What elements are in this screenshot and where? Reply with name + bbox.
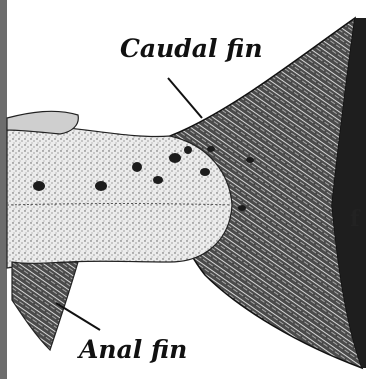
spot bbox=[207, 146, 215, 152]
spot bbox=[169, 153, 181, 163]
anal-fin-shape bbox=[12, 262, 78, 350]
adipose-fin bbox=[7, 111, 78, 134]
anal-fin-leader-line bbox=[56, 303, 100, 330]
spot bbox=[153, 176, 163, 184]
spot bbox=[246, 157, 254, 163]
spot bbox=[184, 146, 192, 154]
fish-body-peduncle bbox=[7, 126, 232, 268]
spot bbox=[132, 162, 142, 172]
anal-fin-label: Anal fin bbox=[79, 337, 187, 362]
caudal-fin-label: Caudal fin bbox=[120, 36, 263, 61]
edge-text-fragment: f bbox=[350, 208, 359, 230]
spot bbox=[33, 181, 45, 191]
caudal-fin-leader-line bbox=[168, 78, 202, 118]
spot bbox=[200, 168, 210, 176]
spot bbox=[95, 181, 107, 191]
left-frame-strip bbox=[0, 0, 7, 379]
spot bbox=[238, 205, 246, 211]
